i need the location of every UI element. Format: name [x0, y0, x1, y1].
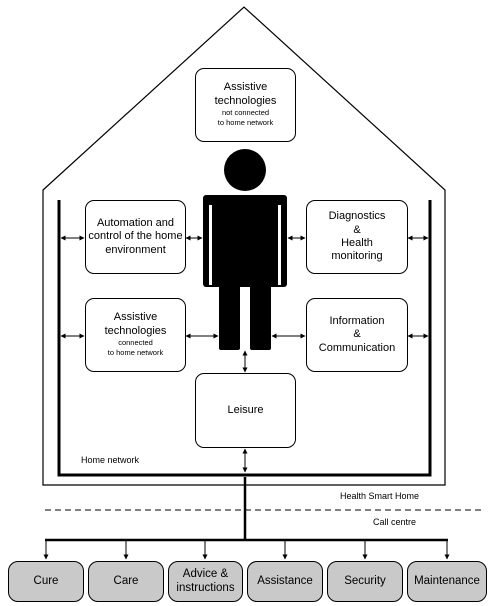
service-cure: Cure — [8, 561, 84, 602]
information-line3: Communication — [318, 341, 396, 354]
home-network-label: Home network — [81, 455, 140, 465]
assistive-connected-title: Assistive technologies — [104, 311, 167, 337]
assistive-not-connected-sub2: to home network — [217, 118, 274, 128]
information-line2: & — [353, 328, 361, 341]
health-smart-home-label: Health Smart Home — [340, 491, 420, 501]
diagnostics-line3: Health — [341, 237, 373, 249]
assistive-connected-sub2: to home network — [107, 348, 164, 358]
person-icon — [203, 149, 287, 350]
service-security: Security — [327, 561, 403, 602]
service-advice: Advice & instructions — [168, 561, 243, 602]
assistive-not-connected-box: Assistive technologies not connected to … — [195, 68, 296, 142]
leisure-box: Leisure — [195, 373, 296, 448]
service-maintenance: Maintenance — [407, 561, 487, 602]
service-assistance: Assistance — [247, 561, 323, 602]
diagnostics-box: Diagnostics & Health monitoring — [306, 200, 408, 274]
diagnostics-line1: Diagnostics — [328, 210, 386, 223]
service-care: Care — [88, 561, 164, 602]
information-line1: Information — [329, 314, 385, 327]
information-box: Information & Communication — [306, 298, 408, 372]
assistive-not-connected-sub1: not connected — [221, 108, 270, 118]
leisure-text: Leisure — [227, 403, 264, 416]
automation-box: Automation and control of the home envir… — [85, 200, 186, 274]
home-network-bus — [57, 200, 432, 477]
diagnostics-line4: monitoring — [331, 250, 383, 263]
assistive-not-connected-title: Assistive technologies — [214, 81, 277, 107]
diagnostics-line2: & — [353, 223, 361, 236]
automation-text: Automation and control of the home envir… — [88, 216, 183, 256]
assistive-connected-box: Assistive technologies connected to home… — [85, 298, 186, 372]
assistive-connected-sub1: connected — [118, 338, 153, 348]
call-centre-label: Call centre — [373, 517, 417, 527]
